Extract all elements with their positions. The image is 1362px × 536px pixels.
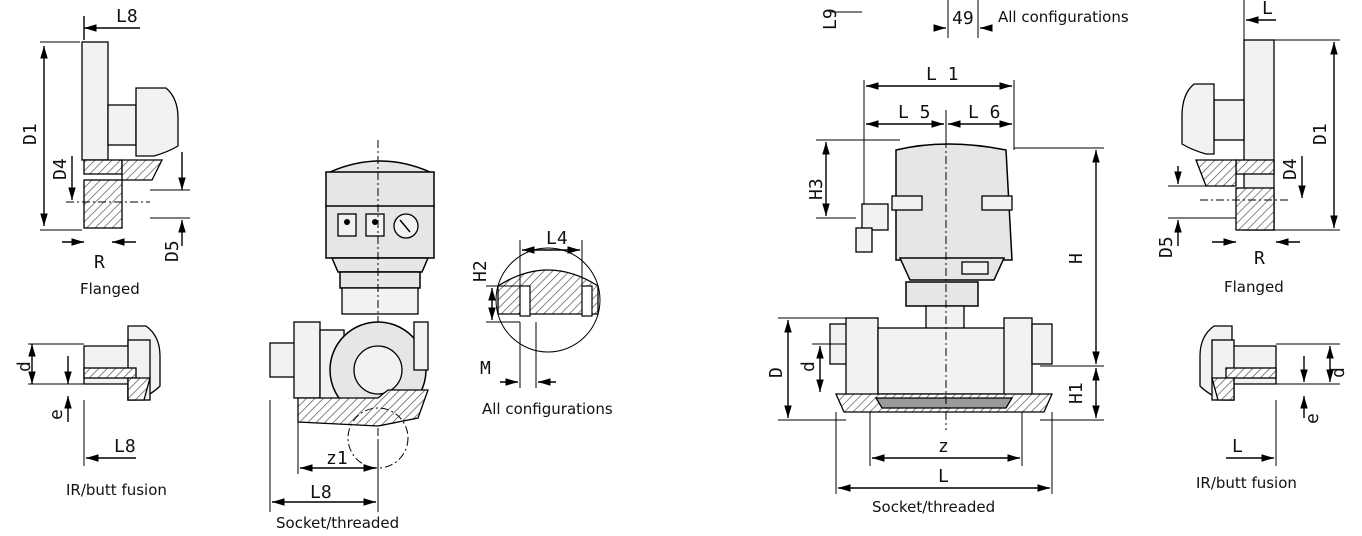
ir-butt-view-left xyxy=(28,325,161,466)
dim-z1: z1 xyxy=(326,448,348,469)
dim-D4-left: D4 xyxy=(50,158,71,180)
dim-H2: H2 xyxy=(470,260,491,282)
dim-L4: L4 xyxy=(546,228,568,249)
dim-H1: H1 xyxy=(1066,382,1087,404)
dim-z: z xyxy=(938,436,949,457)
dim-L6: L 6 xyxy=(968,102,1001,123)
dim-e-far: e xyxy=(1302,413,1323,424)
dim-49: 49 xyxy=(952,8,974,29)
dim-e-left: e xyxy=(46,409,67,420)
dim-D4-right: D4 xyxy=(1280,158,1301,180)
caption-flanged-right: Flanged xyxy=(1224,278,1284,296)
indicator-icon xyxy=(344,219,350,225)
dim-L1: L 1 xyxy=(926,64,959,85)
caption-socket-left: Socket/threaded xyxy=(276,514,399,532)
dim-D-right: D xyxy=(766,367,787,378)
dim-D5-left: D5 xyxy=(162,240,183,262)
dim-D5-right: D5 xyxy=(1156,236,1177,258)
dim-R-left: R xyxy=(94,252,105,273)
dim-L8-socket: L8 xyxy=(310,482,332,503)
dim-R-right: R xyxy=(1254,248,1265,269)
caption-all-config-top: All configurations xyxy=(998,8,1129,26)
gauge-icon xyxy=(393,213,419,239)
dim-L8-ir: L8 xyxy=(114,436,136,457)
top-dims xyxy=(830,0,993,38)
caption-ir-butt-left: IR/butt fusion xyxy=(66,481,167,499)
valve-side-view xyxy=(269,140,435,512)
dim-D1-right: D1 xyxy=(1310,123,1331,145)
dim-d-far: d xyxy=(1328,367,1349,378)
ir-butt-view-right xyxy=(1199,325,1340,466)
caption-socket-right: Socket/threaded xyxy=(872,498,995,516)
dim-L: L xyxy=(938,466,949,487)
dim-L8-top: L8 xyxy=(116,6,138,27)
dim-H: H xyxy=(1066,253,1087,264)
dim-L5: L 5 xyxy=(898,102,931,123)
dim-d-right: d xyxy=(798,361,819,372)
dim-L-far: L xyxy=(1232,436,1243,457)
dim-L9: L9 xyxy=(820,8,841,30)
caption-ir-butt-right: IR/butt fusion xyxy=(1196,474,1297,492)
flanged-view-right xyxy=(1168,0,1340,246)
dim-D1-left: D1 xyxy=(20,123,41,145)
flanged-view-left xyxy=(40,16,190,246)
dim-d-left: d xyxy=(14,361,35,372)
dim-H3: H3 xyxy=(806,178,827,200)
caption-all-config-left: All configurations xyxy=(482,400,613,418)
mounting-detail xyxy=(486,240,601,388)
dim-L-top-right: L xyxy=(1262,0,1273,19)
valve-front-view xyxy=(778,80,1104,494)
caption-flanged-left: Flanged xyxy=(80,280,140,298)
dim-M: M xyxy=(480,358,491,379)
